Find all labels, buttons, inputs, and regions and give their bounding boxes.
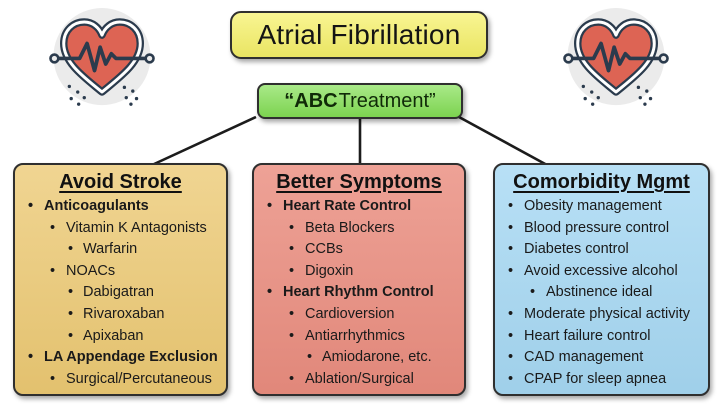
list-item: LA Appendage Exclusion [15,347,226,369]
list-item: Digoxin [254,261,464,283]
list-item: Dabigatran [15,282,226,304]
avoid-stroke-box: Avoid Stroke Anticoagulants Vitamin K An… [13,163,228,396]
list-item: Antiarrhythmics [254,326,464,348]
list-item: Blood pressure control [495,218,708,240]
list-item: Diabetes control [495,239,708,261]
list-item: Cardioversion [254,304,464,326]
list-item: Heart failure control [495,326,708,348]
list-item: Apixaban [15,326,226,348]
list-item: Vitamin K Antagonists [15,218,226,240]
box-title-comorbidity-mgmt: Comorbidity Mgmt [513,171,690,193]
avoid-stroke-list: Anticoagulants Vitamin K Antagonists War… [15,196,226,390]
better-symptoms-box: Better Symptoms Heart Rate Control Beta … [252,163,466,396]
list-item: Rivaroxaban [15,304,226,326]
list-item: CCBs [254,239,464,261]
page-title: Atrial Fibrillation [257,19,461,50]
box-title-better-symptoms: Better Symptoms [276,171,442,193]
heart-ekg-icon [560,4,672,111]
list-item: Avoid excessive alcohol [495,261,708,283]
list-item: Anticoagulants [15,196,226,218]
list-item: Obesity management [495,196,708,218]
comorbidity-mgmt-list: Obesity management Blood pressure contro… [495,196,708,390]
list-item: Surgical/Percutaneous [15,369,226,391]
list-item: Heart Rate Control [254,196,464,218]
abc-treatment-box: “ABC Treatment” [257,83,463,119]
list-item: Heart Rhythm Control [254,282,464,304]
list-item: Beta Blockers [254,218,464,240]
comorbidity-mgmt-box: Comorbidity Mgmt Obesity management Bloo… [493,163,710,396]
list-item: Warfarin [15,239,226,261]
list-item: Moderate physical activity [495,304,708,326]
list-item: CPAP for sleep apnea [495,369,708,391]
heart-ekg-icon [46,4,158,111]
list-item: NOACs [15,261,226,283]
box-title-avoid-stroke: Avoid Stroke [59,171,182,193]
subtitle-abc: “ABC [284,89,338,112]
subtitle-rest: Treatment” [338,89,436,112]
title-box: Atrial Fibrillation [230,11,488,59]
better-symptoms-list: Heart Rate Control Beta Blockers CCBs Di… [254,196,464,390]
list-item: Amiodarone, etc. [254,347,464,369]
list-item: Abstinence ideal [495,282,708,304]
list-item: CAD management [495,347,708,369]
list-item: Ablation/Surgical [254,369,464,391]
